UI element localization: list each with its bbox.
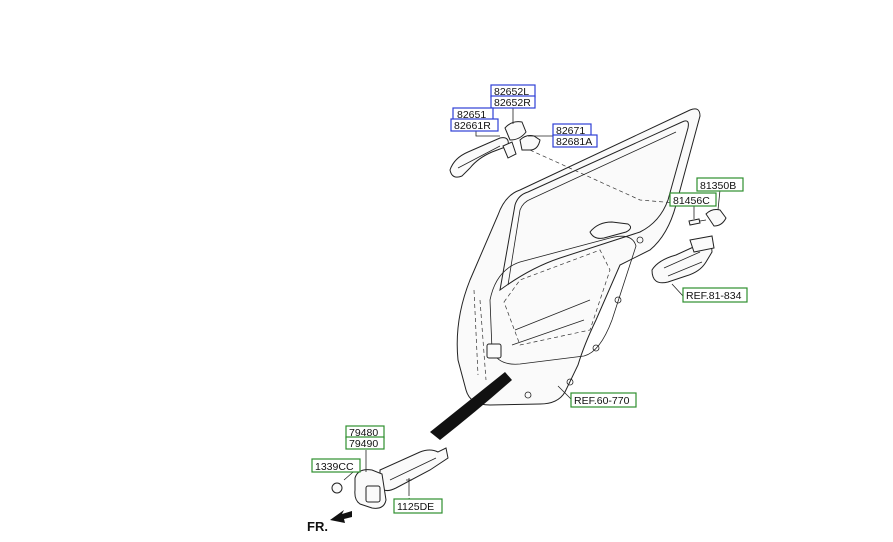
outside-handle-group (449, 121, 541, 178)
svg-text:82652L: 82652L (494, 86, 529, 98)
rear-door-panel (456, 108, 701, 406)
svg-text:1125DE: 1125DE (397, 501, 434, 513)
label-82652R: 82652R (490, 95, 536, 109)
guide-line-handle (529, 149, 701, 206)
label-81350B: 81350B (696, 177, 744, 192)
svg-text:82681A: 82681A (556, 136, 592, 148)
label-82681A: 82681A (552, 134, 598, 148)
svg-text:79480: 79480 (349, 427, 378, 439)
hinge-strap (430, 372, 512, 440)
label-1339CC: 1339CC (311, 458, 361, 473)
label-82651: 82651 (452, 107, 494, 121)
label-ref-60-770: REF.60-770 (570, 392, 637, 408)
label-ref-81-834: REF.81-834 (682, 287, 748, 303)
svg-text:FR.: FR. (307, 519, 328, 534)
svg-text:82651: 82651 (457, 109, 486, 121)
svg-text:82661R: 82661R (454, 120, 491, 132)
label-81456C: 81456C (669, 192, 717, 207)
svg-text:REF.60-770: REF.60-770 (574, 395, 630, 407)
svg-text:82671: 82671 (556, 125, 585, 137)
label-79490: 79490 (345, 436, 385, 450)
door-checker-group (331, 447, 449, 509)
svg-text:81350B: 81350B (700, 180, 736, 192)
label-79480: 79480 (345, 425, 385, 439)
svg-text:REF.81-834: REF.81-834 (686, 290, 742, 302)
svg-text:79490: 79490 (349, 438, 378, 450)
front-arrow-icon (330, 510, 352, 523)
front-direction-indicator: FR. (307, 510, 352, 534)
label-82652L: 82652L (490, 84, 536, 98)
label-1125DE: 1125DE (393, 498, 443, 514)
svg-text:82652R: 82652R (494, 97, 531, 109)
svg-text:1339CC: 1339CC (315, 461, 354, 473)
label-82661R: 82661R (450, 118, 499, 132)
door-latch-group (651, 209, 727, 284)
svg-text:81456C: 81456C (673, 195, 710, 207)
